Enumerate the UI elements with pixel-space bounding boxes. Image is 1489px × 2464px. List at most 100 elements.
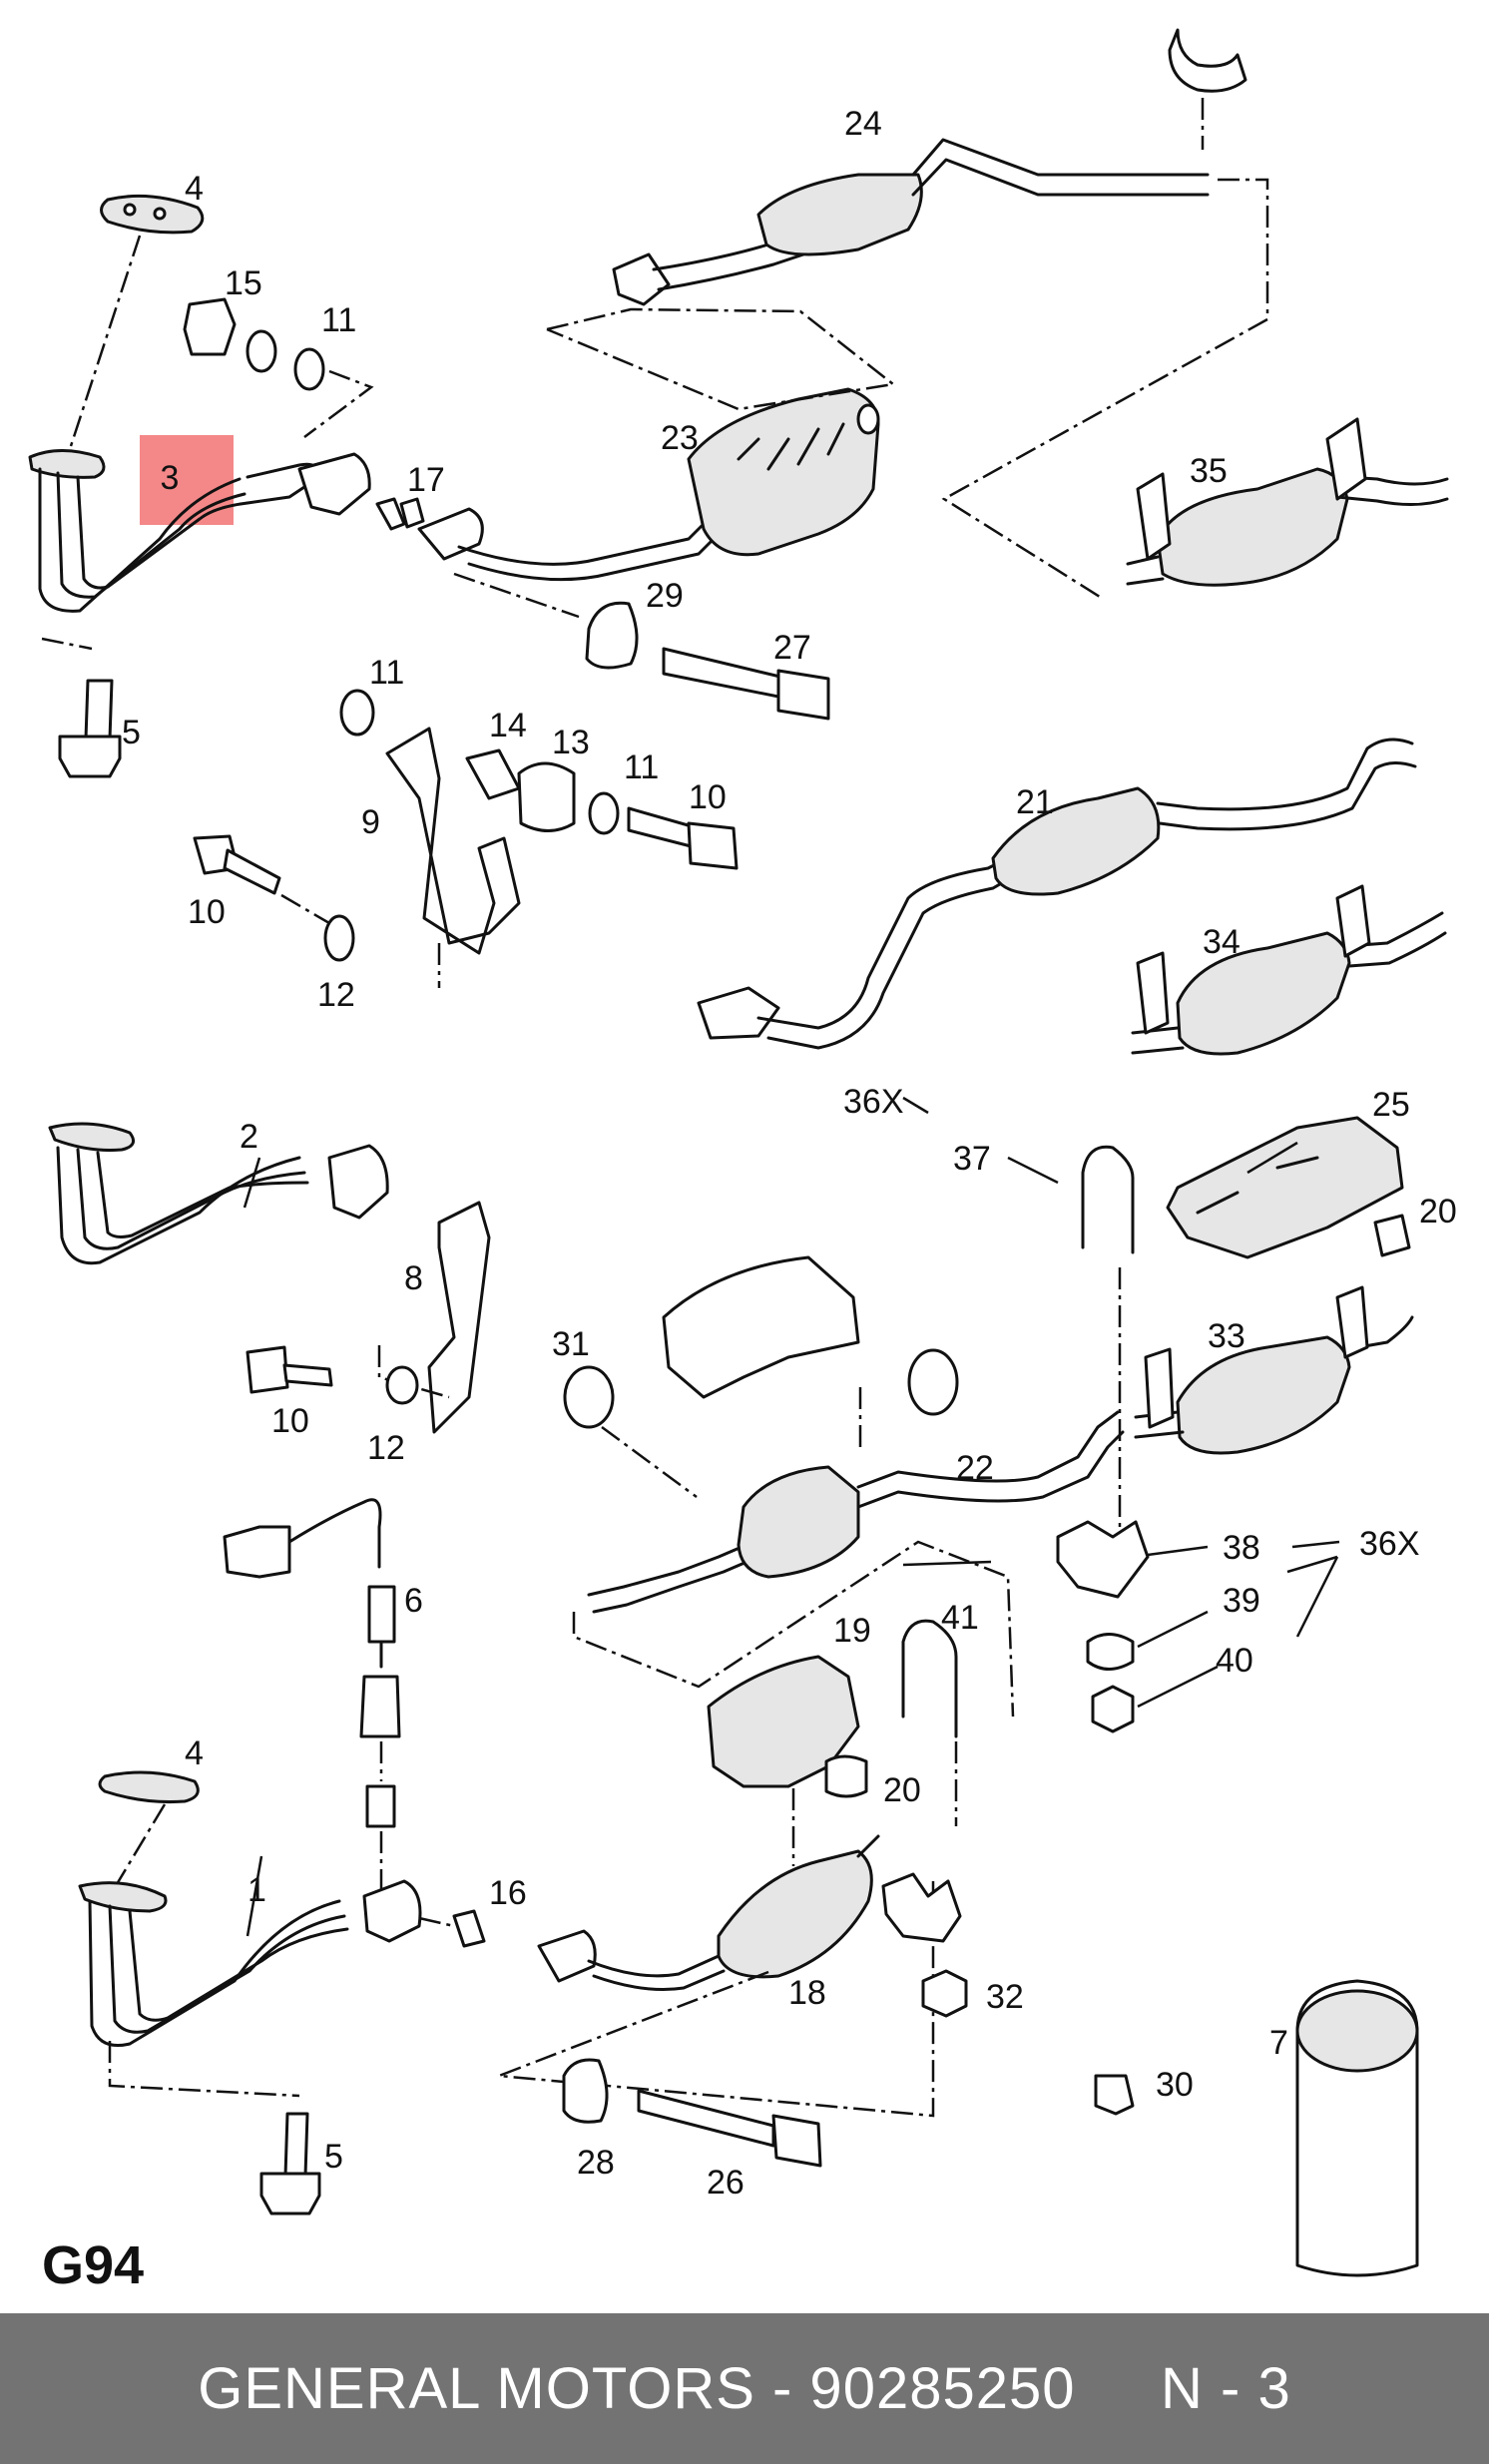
part-2-exhaust-manifold[interactable] (48, 1122, 389, 1265)
callout-30: 30 (1156, 2066, 1194, 2104)
callout-2: 2 (240, 1118, 258, 1156)
callout-36x-right: 36X (1359, 1525, 1420, 1563)
part-26-bolt[interactable] (637, 2089, 822, 2168)
callout-8: 8 (404, 1259, 423, 1297)
callout-5-bottom: 5 (324, 2138, 343, 2176)
callout-38: 38 (1223, 1529, 1260, 1567)
part-24-rear-silencer[interactable] (612, 138, 1210, 306)
callout-3: 3 (161, 459, 180, 497)
part-20-nut-bottom[interactable] (824, 1754, 868, 1798)
part-27-bolt[interactable] (662, 647, 830, 721)
part-14-spacer[interactable] (465, 748, 521, 800)
part-4-gasket-top[interactable] (100, 194, 205, 235)
part-22-pipe[interactable] (587, 1410, 1125, 1614)
callout-4-top: 4 (185, 170, 204, 208)
callout-20-bottom: 20 (883, 1771, 921, 1809)
part-25-heat-shield[interactable] (1166, 1116, 1404, 1259)
part-21-intermediate-pipe[interactable] (697, 738, 1417, 1050)
callout-1: 1 (248, 1871, 266, 1909)
callout-19: 19 (833, 1612, 871, 1650)
callout-41: 41 (941, 1599, 979, 1637)
callout-labels: 3 4 15 11 5 17 24 23 35 29 27 11 14 13 1… (42, 105, 1457, 2295)
part-13-rubber-mount[interactable] (517, 761, 576, 832)
part-9-bracket[interactable] (385, 727, 521, 955)
part-23-catalytic-converter[interactable] (687, 387, 880, 557)
part-32-rubber-hanger[interactable] (881, 1872, 962, 1943)
callout-6: 6 (404, 1582, 423, 1620)
callout-11-mid: 11 (369, 654, 404, 692)
callout-23: 23 (661, 419, 699, 457)
callout-34: 34 (1203, 923, 1241, 961)
callout-10-mid: 10 (271, 1402, 309, 1440)
callout-37: 37 (953, 1140, 991, 1178)
callout-21: 21 (1016, 783, 1054, 821)
callout-10-left: 10 (188, 893, 226, 931)
callout-17: 17 (407, 461, 445, 499)
part-30-plug[interactable] (1094, 2074, 1135, 2116)
exhaust-system-diagram: 3 4 15 11 5 17 24 23 35 29 27 11 14 13 1… (28, 28, 1457, 2295)
part-34-silencer[interactable] (1131, 884, 1447, 1056)
part-5-bolt-top[interactable] (58, 679, 122, 778)
part-17-seal[interactable] (375, 497, 425, 531)
part-20-nut-top[interactable] (1373, 1214, 1411, 1257)
footer-bar: GENERAL MOTORS - 90285250 N - 3 (0, 2313, 1489, 2464)
callout-14: 14 (489, 707, 527, 744)
callout-11-right: 11 (624, 748, 659, 786)
callout-26: 26 (707, 2164, 744, 2202)
callout-22: 22 (956, 1449, 994, 1487)
callout-24: 24 (844, 105, 882, 143)
part-12-washer[interactable] (323, 914, 355, 962)
callout-11-top: 11 (321, 301, 356, 339)
part-4-gasket-bottom[interactable] (98, 1770, 200, 1804)
part-10-bolt-right[interactable] (627, 806, 739, 870)
part-12-washer-mid[interactable] (385, 1365, 419, 1405)
callout-15: 15 (225, 264, 262, 302)
part-11-washer-right[interactable] (588, 791, 620, 835)
part-19-heat-shield[interactable] (707, 1655, 860, 1788)
part-39-washer[interactable] (1086, 1633, 1135, 1671)
callout-12-mid: 12 (367, 1429, 405, 1467)
callout-20-top: 20 (1419, 1193, 1457, 1231)
callout-10-right: 10 (689, 778, 727, 816)
callout-9: 9 (361, 803, 380, 841)
callout-16: 16 (489, 1874, 527, 1912)
part-7-exhaust-paste-tin[interactable] (1295, 1979, 1419, 2277)
callout-5-top: 5 (122, 714, 141, 751)
part-1-exhaust-manifold[interactable] (78, 1879, 422, 2047)
part-40-nut[interactable] (1091, 1685, 1135, 1733)
callout-36x-top: 36X (843, 1083, 904, 1121)
callout-18: 18 (788, 1974, 826, 2012)
part-29-bush[interactable] (585, 601, 639, 670)
part-35-silencer[interactable] (1126, 417, 1449, 587)
part-11-washer-mid[interactable] (339, 689, 375, 737)
front-pipe-bottom[interactable] (537, 1929, 726, 1991)
callout-32: 32 (986, 1978, 1024, 2016)
highlight-part-3 (140, 435, 234, 525)
part-15-nut[interactable] (183, 297, 237, 356)
part-11-washer-top[interactable] (246, 329, 325, 391)
part-10-bolt-mid[interactable] (246, 1345, 333, 1394)
callout-7: 7 (1269, 2024, 1288, 2062)
part-8-bracket[interactable] (427, 1201, 491, 1434)
part-28-bush[interactable] (562, 2058, 609, 2124)
part-32-nut[interactable] (921, 1969, 968, 2018)
part-number-caption: GENERAL MOTORS - 90285250 N - 3 (198, 2356, 1291, 2421)
pipe-clamp-top[interactable] (1168, 28, 1247, 93)
part-41-u-bolt[interactable] (901, 1619, 958, 1738)
part-37-u-bolt[interactable] (1081, 1145, 1135, 1254)
heat-shield-middle[interactable] (662, 1255, 860, 1399)
callout-31: 31 (552, 1325, 590, 1363)
part-6-oxygen-sensor[interactable] (223, 1498, 401, 1828)
part-33-silencer[interactable] (1134, 1285, 1414, 1455)
part-16-seal[interactable] (452, 1909, 486, 1948)
part-3-exhaust-manifold[interactable] (28, 449, 371, 613)
part-31-ring[interactable] (563, 1365, 615, 1429)
part-18-catalytic-converter[interactable] (717, 1834, 880, 1979)
front-pipe-top[interactable] (417, 507, 726, 582)
page-code: G94 (42, 2235, 144, 2295)
seal-ring[interactable] (907, 1348, 959, 1416)
part-10-bolt-left[interactable] (193, 834, 281, 895)
callout-39: 39 (1223, 1582, 1260, 1620)
part-38-rubber-hanger[interactable] (1056, 1520, 1150, 1599)
part-5-bolt-bottom[interactable] (259, 2112, 321, 2216)
